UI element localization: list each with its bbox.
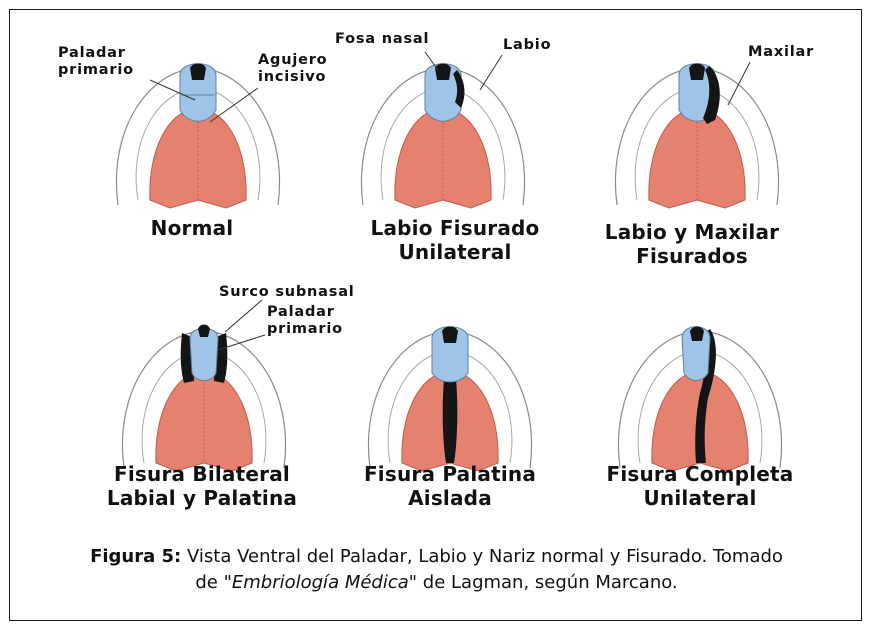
annotation-surco-subnasal: Surco subnasal bbox=[219, 284, 355, 301]
panel-palatina-aislada bbox=[350, 303, 550, 473]
caption-text-2: de " bbox=[195, 572, 232, 593]
caption-line-1: Figura 5: Vista Ventral del Paladar, Lab… bbox=[20, 544, 853, 570]
label-palatina-aislada: Fisura Palatina Aislada bbox=[350, 462, 550, 510]
label-labio-fisurado: Labio Fisurado Unilateral bbox=[355, 216, 555, 264]
label-completa-unilateral: Fisura Completa Unilateral bbox=[590, 462, 810, 510]
panel-labio-maxilar bbox=[597, 40, 797, 210]
diagram-completa-unilateral bbox=[600, 303, 800, 473]
caption-line-2: de "Embriología Médica" de Lagman, según… bbox=[20, 570, 853, 596]
caption-text-1: Vista Ventral del Paladar, Labio y Nariz… bbox=[181, 546, 783, 567]
figure-caption: Figura 5: Vista Ventral del Paladar, Lab… bbox=[20, 544, 853, 596]
panel-completa-unilateral bbox=[600, 303, 800, 473]
panel-labio-fisurado bbox=[343, 40, 543, 210]
annotation-paladar-primario-2: Paladar primario bbox=[267, 304, 343, 338]
annotation-labio: Labio bbox=[503, 37, 551, 54]
diagram-labio-maxilar bbox=[597, 40, 797, 210]
annotation-agujero-incisivo: Agujero incisivo bbox=[258, 52, 327, 86]
annotation-maxilar: Maxilar bbox=[748, 44, 814, 61]
diagram-labio-fisurado bbox=[343, 40, 543, 210]
label-bilateral: Fisura Bilateral Labial y Palatina bbox=[92, 462, 312, 510]
diagram-palatina-aislada bbox=[350, 303, 550, 473]
label-normal: Normal bbox=[112, 216, 272, 240]
figure-number: Figura 5: bbox=[90, 546, 181, 567]
annotation-paladar-primario: Paladar primario bbox=[58, 45, 134, 79]
label-labio-maxilar: Labio y Maxilar Fisurados bbox=[592, 220, 792, 268]
caption-book-title: Embriología Médica bbox=[232, 572, 409, 593]
caption-text-3: " de Lagman, según Marcano. bbox=[409, 572, 678, 593]
annotation-fosa-nasal: Fosa nasal bbox=[335, 31, 429, 48]
